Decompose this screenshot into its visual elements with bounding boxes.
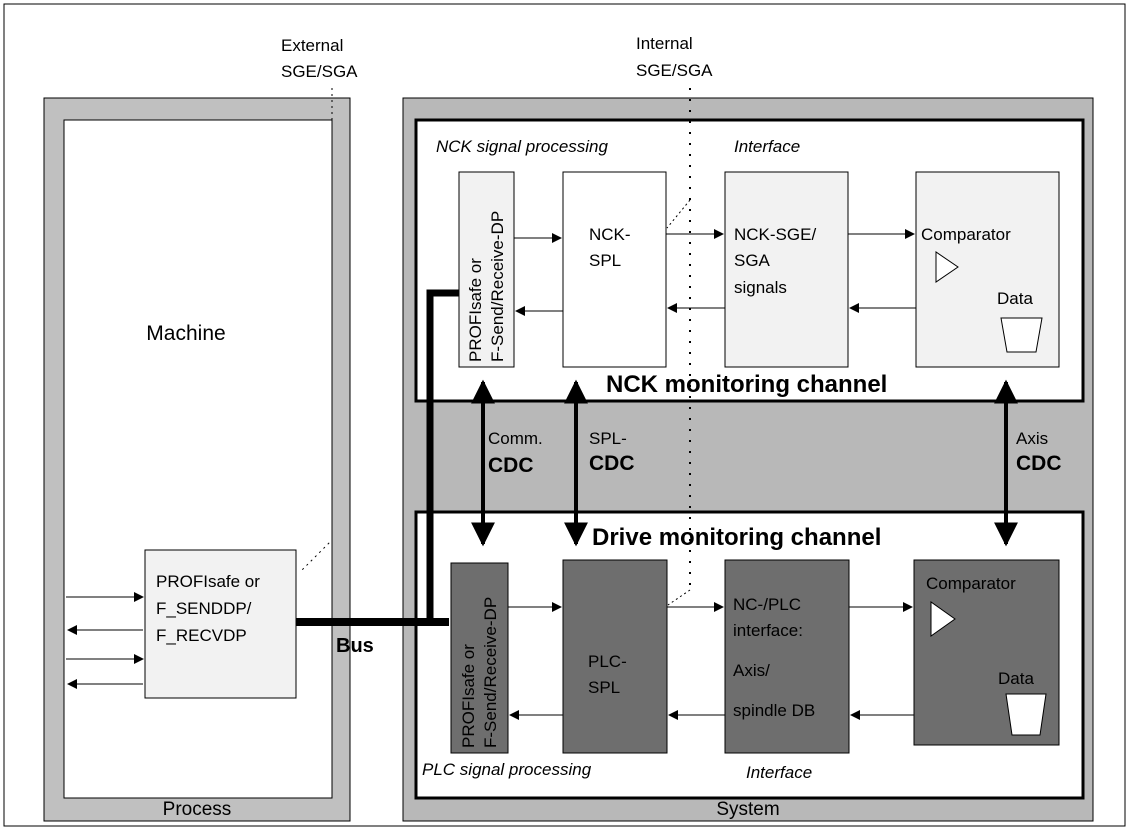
drive-signal-processing-label: PLC signal processing — [422, 760, 592, 779]
drive-data-label: Data — [998, 669, 1034, 688]
external-signal-line — [299, 88, 333, 573]
external-signal-label-2: SGE/SGA — [281, 62, 358, 81]
nck-sge-text-1: NCK-SGE/ — [734, 225, 816, 244]
process-interface-box — [144, 549, 297, 699]
process-interface-line2: F_SENDDP/ — [156, 599, 252, 618]
nck-profisafe-text-1: PROFIsafe or — [466, 258, 485, 362]
spl-cdc-label-2: CDC — [589, 452, 635, 475]
comm-cdc-label-2: CDC — [488, 454, 534, 477]
nck-profisafe-text-2: F-Send/Receive-DP — [488, 211, 507, 362]
nck-spl-box — [562, 171, 667, 368]
nck-channel-title: NCK monitoring channel — [606, 371, 887, 398]
bus-label: Bus — [336, 635, 374, 657]
drive-plc-interface-text-4: spindle DB — [733, 701, 815, 720]
drive-channel-title: Drive monitoring channel — [592, 524, 881, 551]
nck-comparator-label: Comparator — [921, 225, 1011, 244]
drive-plc-interface-box — [724, 559, 850, 754]
nck-interface-label: Interface — [734, 137, 800, 156]
nck-spl-text-1: NCK- — [589, 225, 631, 244]
external-signal-label-1: External — [281, 36, 343, 55]
comm-cdc-label-1: Comm. — [488, 429, 543, 448]
nck-sge-box — [724, 171, 849, 368]
drive-interface-label: Interface — [746, 763, 812, 782]
nck-signal-processing-label: NCK signal processing — [436, 137, 609, 156]
drive-spl-text-2: SPL — [588, 678, 620, 697]
nck-spl-text-2: SPL — [589, 251, 621, 270]
nck-data-label: Data — [997, 289, 1033, 308]
nck-sge-text-3: signals — [734, 278, 787, 297]
process-footer: Process — [163, 799, 232, 820]
nck-comparator-icon — [935, 251, 959, 283]
bus-branch-nck — [426, 289, 459, 622]
drive-data-icon — [1005, 693, 1047, 736]
nck-data-icon — [1000, 317, 1043, 353]
drive-comparator-label: Comparator — [926, 574, 1016, 593]
drive-plc-interface-text-1: NC-/PLC — [733, 595, 801, 614]
drive-spl-text-1: PLC- — [588, 652, 627, 671]
drive-spl-box — [562, 559, 668, 754]
internal-signal-label-2: SGE/SGA — [636, 61, 713, 80]
nck-sge-text-2: SGA — [734, 251, 771, 270]
internal-signal-label-1: Internal — [636, 34, 693, 53]
nck-profisafe-box — [458, 171, 515, 368]
internal-signal-tick-nck — [666, 199, 691, 229]
drive-comparator-icon — [930, 601, 956, 637]
axis-cdc-label-2: CDC — [1016, 452, 1062, 475]
drive-profisafe-text-2: F-Send/Receive-DP — [481, 597, 500, 748]
drive-profisafe-text-1: PROFIsafe or — [459, 644, 478, 748]
system-footer: System — [716, 799, 779, 820]
drive-plc-interface-text-2: interface: — [733, 621, 803, 640]
drive-plc-interface-text-3: Axis/ — [733, 661, 770, 680]
spl-cdc-label-1: SPL- — [589, 429, 627, 448]
axis-cdc-label-1: Axis — [1016, 429, 1048, 448]
machine-label: Machine — [146, 322, 225, 345]
drive-profisafe-box — [450, 562, 509, 754]
process-interface-line3: F_RECVDP — [156, 626, 247, 645]
process-interface-line1: PROFIsafe or — [156, 572, 260, 591]
